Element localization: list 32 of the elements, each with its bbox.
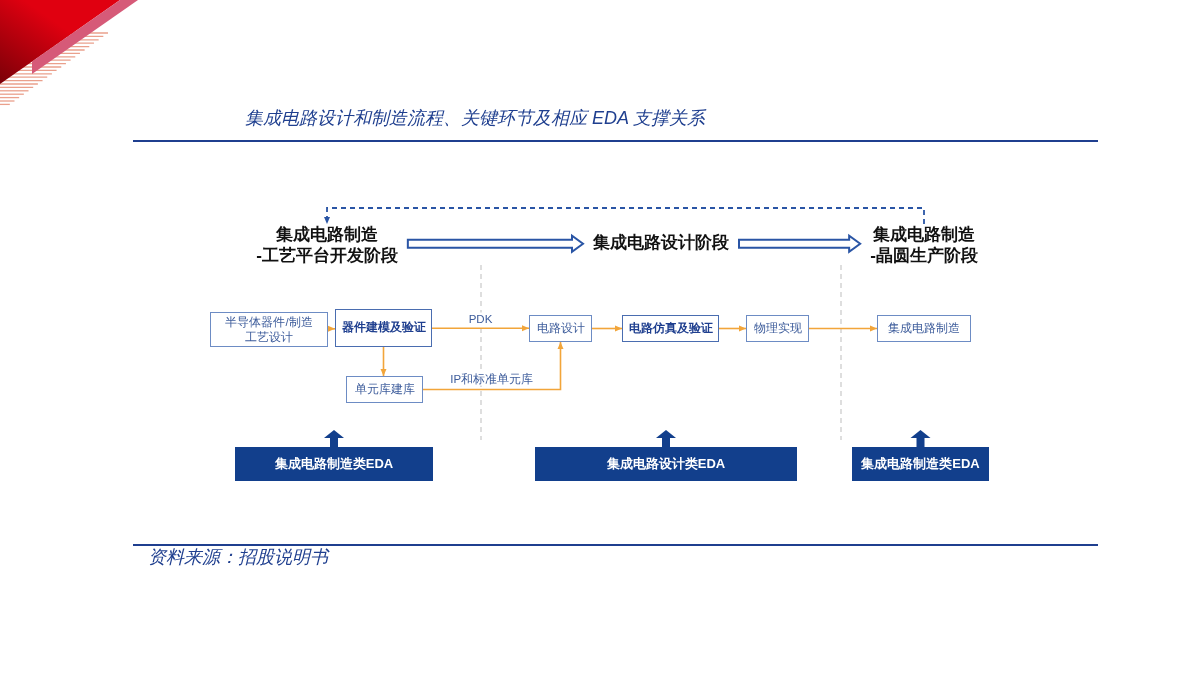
stage-subheading: -工艺平台开发阶段 bbox=[256, 245, 398, 266]
category-box: 集成电路设计类EDA bbox=[535, 447, 797, 481]
process-box: 电路仿真及验证 bbox=[622, 315, 719, 342]
title: 集成电路设计和制造流程、关键环节及相应 EDA 支撑关系 bbox=[245, 107, 706, 130]
process-box: 单元库建库 bbox=[346, 376, 423, 403]
dashed-arrow bbox=[324, 207, 925, 225]
block-arrow bbox=[406, 233, 585, 254]
stage-heading: 集成电路制造 bbox=[276, 224, 378, 245]
block-arrow bbox=[324, 430, 344, 447]
edge-label: PDK bbox=[466, 312, 495, 326]
block-arrow bbox=[910, 430, 931, 447]
flow-arrow bbox=[422, 341, 564, 391]
block-arrow bbox=[656, 430, 676, 447]
category-box: 集成电路制造类EDA bbox=[852, 447, 989, 481]
flow-arrow bbox=[591, 325, 623, 332]
process-box: 电路设计 bbox=[529, 315, 592, 342]
process-box: 器件建模及验证 bbox=[335, 309, 432, 347]
flow-arrow bbox=[718, 325, 747, 332]
stage-heading: 集成电路制造 bbox=[873, 224, 975, 245]
edge-label: IP和标准单元库 bbox=[448, 372, 536, 385]
flow-arrow bbox=[327, 325, 336, 332]
stage-subheading: -晶圆生产阶段 bbox=[870, 245, 978, 266]
process-box: 半导体器件/制造工艺设计 bbox=[210, 312, 328, 347]
category-box: 集成电路制造类EDA bbox=[235, 447, 433, 481]
caption: 资料来源：招股说明书 bbox=[148, 546, 328, 568]
flow-arrow bbox=[380, 346, 387, 377]
flow-arrow bbox=[431, 325, 530, 332]
process-box: 物理实现 bbox=[746, 315, 809, 342]
flow-arrow bbox=[808, 325, 878, 332]
process-box: 集成电路制造 bbox=[877, 315, 971, 342]
block-arrow bbox=[738, 233, 862, 254]
stage-heading: 集成电路设计阶段 bbox=[593, 232, 729, 253]
